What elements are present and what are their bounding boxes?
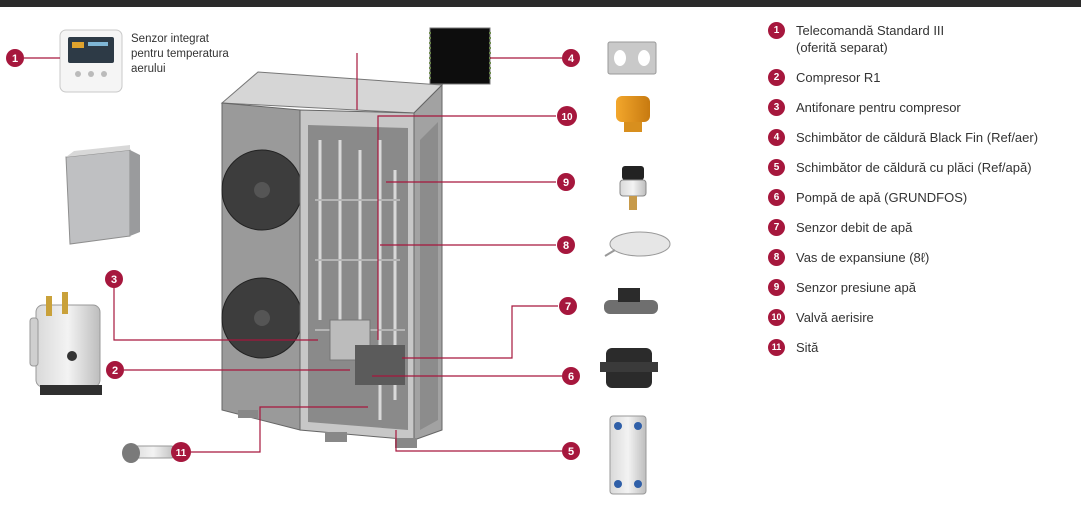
legend-item: 11 Sită xyxy=(768,339,1078,356)
legend-text: Telecomandă Standard III xyxy=(796,23,945,38)
legend-item: 7 Senzor debit de apă xyxy=(768,219,1078,236)
callout-number: 6 xyxy=(568,371,574,383)
callout-number: 10 xyxy=(561,112,573,123)
callout-number: 4 xyxy=(568,53,575,65)
legend-item: 9 Senzor presiune apă xyxy=(768,279,1078,296)
header-bar xyxy=(0,0,1081,7)
black-fin-exchanger-image xyxy=(429,27,491,85)
legend-text-secondary: (oferită separat) xyxy=(796,40,888,55)
remote-control-image xyxy=(59,29,123,93)
legend-text: Sită xyxy=(796,340,819,355)
legend-text: Senzor presiune apă xyxy=(796,280,916,295)
callout-9: 9 xyxy=(557,173,575,191)
sensor-note-line: aerului xyxy=(131,63,166,75)
legend-badge: 3 xyxy=(768,99,785,116)
legend-text: Compresor R1 xyxy=(796,70,881,85)
legend-item: 10 Valvă aerisire xyxy=(768,309,1078,326)
legend-badge: 5 xyxy=(768,159,785,176)
legend-item: 3 Antifonare pentru compresor xyxy=(768,99,1078,116)
leader-lines xyxy=(24,53,562,453)
legend-text: Antifonare pentru compresor xyxy=(796,100,961,115)
sensor-note-line: Senzor integrat xyxy=(131,33,209,45)
strainer-image xyxy=(122,443,177,463)
heat-pump-diagram: 1 2 3 4 5 6 7 8 9 10 11 xyxy=(6,27,671,495)
legend-item: 4 Schimbător de căldură Black Fin (Ref/a… xyxy=(768,129,1078,146)
callout-7: 7 xyxy=(559,297,577,315)
legend-item: 8 Vas de expansiune (8ℓ) xyxy=(768,249,1078,266)
callout-number: 9 xyxy=(563,177,569,189)
legend-badge: 7 xyxy=(768,219,785,236)
legend-badge: 10 xyxy=(768,309,785,326)
legend-badge: 2 xyxy=(768,69,785,86)
water-pump-image xyxy=(600,348,658,388)
callout-number: 5 xyxy=(568,446,574,458)
callout-number: 1 xyxy=(12,53,18,65)
legend-item: 5 Schimbător de căldură cu plăci (Ref/ap… xyxy=(768,159,1078,176)
compressor-image xyxy=(29,292,102,395)
callout-10: 10 xyxy=(557,106,577,126)
callout-8: 8 xyxy=(557,236,575,254)
callout-6: 6 xyxy=(562,367,580,385)
sensor-note-line: pentru temperatura xyxy=(131,48,229,60)
expansion-vessel-image xyxy=(604,231,671,257)
legend-badge: 8 xyxy=(768,249,785,266)
legend-item: 6 Pompă de apă (GRUNDFOS) xyxy=(768,189,1078,206)
legend-item: 2 Compresor R1 xyxy=(768,69,1078,86)
pressure-sensor-image xyxy=(619,166,647,210)
flow-sensor-image xyxy=(604,288,658,314)
callout-number: 11 xyxy=(176,448,187,459)
sensor-note: Senzor integrat pentru temperatura aerul… xyxy=(131,32,229,77)
callout-number: 3 xyxy=(111,274,117,286)
callout-11: 11 xyxy=(171,442,191,462)
component-legend: 1 Telecomandă Standard III (oferită sepa… xyxy=(768,22,1078,356)
legend-text: Valvă aerisire xyxy=(796,310,874,325)
callout-4: 4 xyxy=(562,49,580,67)
legend-text: Schimbător de căldură Black Fin (Ref/aer… xyxy=(796,130,1039,145)
legend-badge: 9 xyxy=(768,279,785,296)
legend-text: Vas de expansiune (8ℓ) xyxy=(796,250,930,265)
compressor-insulation-image xyxy=(65,145,140,245)
legend-text: Pompă de apă (GRUNDFOS) xyxy=(796,190,968,205)
legend-item: 1 Telecomandă Standard III (oferită sepa… xyxy=(768,22,1078,56)
legend-badge: 6 xyxy=(768,189,785,206)
legend-badge: 1 xyxy=(768,22,785,39)
callout-5: 5 xyxy=(562,442,580,460)
legend-text: Schimbător de căldură cu plăci (Ref/apă) xyxy=(796,160,1032,175)
callout-3: 3 xyxy=(105,270,123,288)
legend-badge: 11 xyxy=(768,339,785,356)
air-vent-valve-image xyxy=(616,96,650,132)
callout-number: 7 xyxy=(565,301,571,313)
legend-text: Senzor debit de apă xyxy=(796,220,913,235)
exchanger-bracket-image xyxy=(607,41,657,75)
callout-2: 2 xyxy=(106,361,124,379)
heat-pump-unit-image xyxy=(220,71,444,448)
plate-exchanger-image xyxy=(609,415,647,495)
callout-number: 8 xyxy=(563,240,569,252)
callout-number: 2 xyxy=(112,365,118,377)
callout-1: 1 xyxy=(6,49,24,67)
legend-badge: 4 xyxy=(768,129,785,146)
